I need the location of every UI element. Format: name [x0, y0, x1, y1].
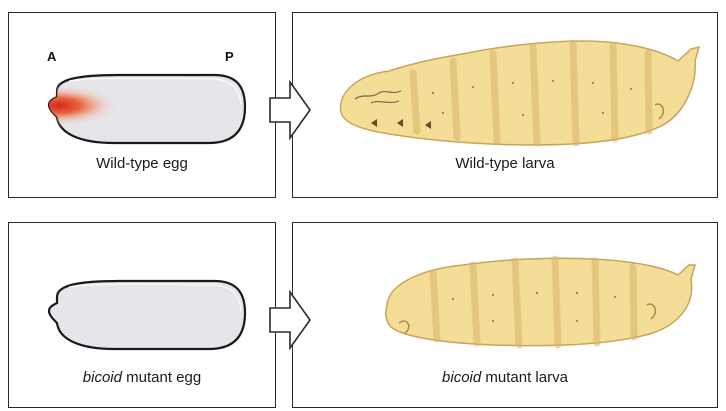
wt-larva-caption: Wild-type larva — [293, 155, 717, 172]
wt-egg-caption: Wild-type egg — [9, 155, 275, 172]
mutant-egg-caption-text: mutant egg — [122, 369, 201, 386]
mutant-egg-shape — [49, 281, 245, 349]
arrow-icon — [268, 80, 312, 140]
bicoid-gradient — [49, 75, 245, 143]
mutant-larva-caption: bicoid mutant larva — [293, 369, 717, 386]
mutant-egg-panel: bicoid mutant egg — [8, 222, 276, 408]
arrow-icon — [268, 290, 312, 350]
mutant-larva-gene: bicoid — [442, 369, 481, 386]
wt-egg-panel: A P Wild-type egg — [8, 12, 276, 198]
mutant-larva-panel: bicoid mutant larva — [292, 222, 718, 408]
mutant-egg-gene: bicoid — [83, 369, 122, 386]
mutant-egg-caption: bicoid mutant egg — [9, 369, 275, 386]
wt-larva-panel: Wild-type larva — [292, 12, 718, 198]
mutant-larva-caption-text: mutant larva — [481, 369, 568, 386]
